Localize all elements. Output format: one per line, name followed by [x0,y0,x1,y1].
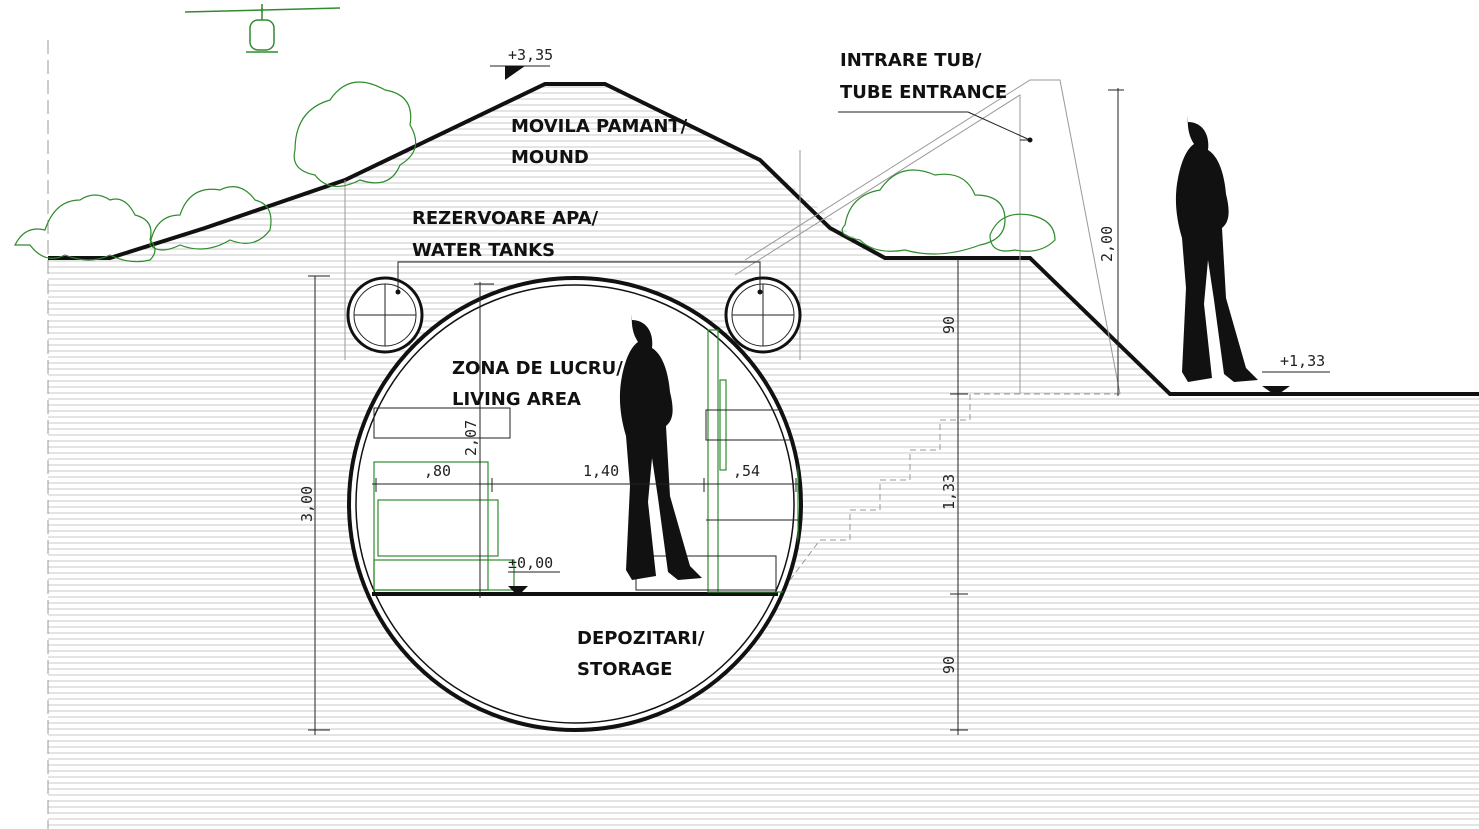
dim-width-right: ,54 [733,462,760,480]
water-tank-right [724,276,802,354]
dim-lower-segment: 90 [940,656,958,674]
level-marker-floor [508,571,560,596]
person-silhouette-icon [1175,116,1258,382]
person-silhouette-icon [619,314,702,580]
storage-label-en: STORAGE [577,659,672,680]
mound-label-en: MOUND [511,147,589,168]
dim-width-middle: 1,40 [583,462,619,480]
dim-width-left: ,80 [424,462,451,480]
level-marker-outside [1262,371,1330,396]
helicopter-icon [184,4,341,53]
tube-entrance-stair [734,79,1121,581]
level-outside-value: +1,33 [1280,352,1325,370]
level-marker-top [490,65,550,80]
dim-interior-height: 2,07 [462,420,480,456]
water-tanks-label-en: WATER TANKS [412,240,555,261]
tree-icon [14,81,1056,263]
dimension-lines [308,88,1124,735]
tube-entrance-label-en: TUBE ENTRANCE [840,82,1007,103]
dim-upper-segment: 90 [940,316,958,334]
tube-shell [347,276,803,732]
level-floor-value: ±0,00 [508,554,553,572]
water-tanks-leader [395,261,763,295]
water-tank-left [346,276,424,354]
dim-middle-segment: 1,33 [940,474,958,510]
tube-entrance-label-ro: INTRARE TUB/ [840,50,982,71]
dim-total-height: 3,00 [298,486,316,522]
level-top-value: +3,35 [508,46,553,64]
dim-entrance-height: 2,00 [1098,226,1116,262]
living-area-label-ro: ZONA DE LUCRU/ [452,358,623,379]
water-tanks-label-ro: REZERVOARE APA/ [412,208,599,229]
mound-label-ro: MOVILA PAMANT/ [511,116,688,137]
storage-label-ro: DEPOZITARI/ [577,628,705,649]
living-area-label-en: LIVING AREA [452,389,581,410]
